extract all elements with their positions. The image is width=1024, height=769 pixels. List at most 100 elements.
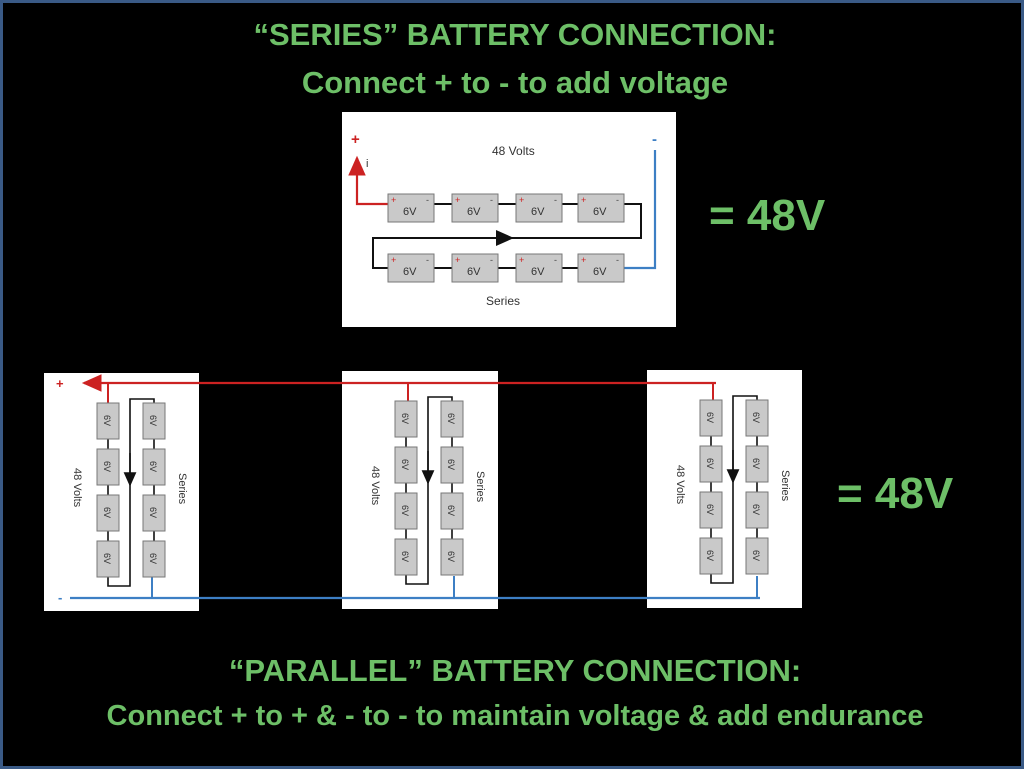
battery-label: 6V bbox=[446, 551, 456, 562]
battery-body bbox=[142, 448, 166, 486]
battery-body bbox=[699, 445, 723, 483]
battery-body bbox=[451, 193, 499, 223]
parallel-battery: 6V bbox=[142, 448, 166, 486]
battery-body bbox=[96, 540, 120, 578]
battery-label: 6V bbox=[751, 550, 761, 561]
parallel-caption: Series bbox=[474, 471, 486, 503]
battery-plus-terminal: + bbox=[519, 195, 524, 205]
parallel-voltage-label: 48 Volts bbox=[71, 468, 83, 508]
battery-body bbox=[699, 399, 723, 437]
battery-8: +-6V bbox=[577, 253, 625, 283]
battery-body bbox=[440, 446, 464, 484]
parallel-battery: 6V bbox=[745, 491, 769, 529]
battery-label: 6V bbox=[446, 505, 456, 516]
parallel-battery: 6V bbox=[699, 491, 723, 529]
battery-label: 6V bbox=[467, 206, 481, 218]
battery-7: +-6V bbox=[515, 253, 563, 283]
parallel-battery: 6V bbox=[96, 540, 120, 578]
parallel-inner-wire bbox=[710, 395, 758, 584]
battery-body bbox=[451, 253, 499, 283]
battery-plus-terminal: + bbox=[455, 195, 460, 205]
series-voltage-label: 48 Volts bbox=[492, 144, 535, 158]
battery-1: +-6V bbox=[387, 193, 435, 223]
battery-body bbox=[745, 445, 769, 483]
battery-body bbox=[745, 399, 769, 437]
battery-body bbox=[577, 253, 625, 283]
battery-body bbox=[96, 448, 120, 486]
parallel-negative-drops bbox=[151, 576, 758, 598]
battery-6: + -6V bbox=[451, 253, 499, 283]
series-minus-sign: - bbox=[652, 131, 657, 148]
battery-plus-terminal: + bbox=[581, 195, 586, 205]
battery-body bbox=[699, 491, 723, 529]
battery-label: 6V bbox=[467, 266, 481, 278]
series-plus-sign: + bbox=[351, 131, 360, 148]
battery-body bbox=[96, 402, 120, 440]
battery-body bbox=[394, 400, 418, 438]
parallel-voltage-label: 48 Volts bbox=[674, 465, 686, 505]
battery-2: + -6V bbox=[451, 193, 499, 223]
battery-body bbox=[440, 492, 464, 530]
series-caption: Series bbox=[486, 294, 520, 308]
battery-plus-terminal: + bbox=[519, 255, 524, 265]
parallel-battery: 6V bbox=[440, 538, 464, 576]
battery-body bbox=[440, 538, 464, 576]
parallel-battery: 6V bbox=[96, 448, 120, 486]
battery-label: 6V bbox=[148, 553, 158, 564]
battery-label: 6V bbox=[593, 206, 607, 218]
parallel-battery: 6V bbox=[142, 402, 166, 440]
battery-label: 6V bbox=[705, 458, 715, 469]
parallel-battery: 6V bbox=[96, 494, 120, 532]
parallel-battery: 6V bbox=[745, 399, 769, 437]
battery-body bbox=[745, 537, 769, 575]
parallel-inner-wire bbox=[107, 398, 155, 587]
parallel-string-1: 6V 6V 6V 6V 6V 6V 6V 6V 48 Volts Series bbox=[71, 398, 188, 587]
parallel-caption: Series bbox=[176, 473, 188, 505]
battery-body bbox=[394, 538, 418, 576]
battery-label: 6V bbox=[102, 507, 112, 518]
battery-plus-terminal: + bbox=[391, 255, 396, 265]
series-title: “SERIES” BATTERY CONNECTION: bbox=[253, 17, 777, 52]
battery-minus-terminal: - bbox=[490, 195, 493, 205]
parallel-title: “PARALLEL” BATTERY CONNECTION: bbox=[228, 653, 802, 688]
battery-minus-terminal: - bbox=[616, 255, 619, 265]
parallel-battery: 6V bbox=[394, 492, 418, 530]
battery-label: 6V bbox=[446, 459, 456, 470]
battery-label: 6V bbox=[102, 415, 112, 426]
parallel-battery: 6V bbox=[142, 494, 166, 532]
parallel-caption: Series bbox=[779, 470, 791, 502]
battery-label: 6V bbox=[751, 412, 761, 423]
parallel-battery: 6V bbox=[745, 537, 769, 575]
parallel-battery: 6V bbox=[745, 445, 769, 483]
series-batteries: +-6V+-6V+-6V+-6V+-6V+-6V+-6V+-6V bbox=[387, 193, 625, 283]
parallel-battery: 6V bbox=[440, 400, 464, 438]
battery-plus-terminal: + bbox=[455, 255, 460, 265]
parallel-battery: 6V bbox=[440, 492, 464, 530]
parallel-panel-3-background bbox=[647, 370, 802, 608]
battery-plus-terminal: + bbox=[581, 255, 586, 265]
battery-4: + -6V bbox=[577, 193, 625, 223]
battery-minus-terminal: - bbox=[554, 255, 557, 265]
battery-body bbox=[440, 400, 464, 438]
battery-body bbox=[96, 494, 120, 532]
battery-body bbox=[394, 492, 418, 530]
parallel-battery: 6V bbox=[699, 537, 723, 575]
battery-body bbox=[745, 491, 769, 529]
parallel-battery: 6V bbox=[394, 400, 418, 438]
battery-label: 6V bbox=[400, 551, 410, 562]
battery-body bbox=[387, 253, 435, 283]
battery-body bbox=[515, 253, 563, 283]
battery-label: 6V bbox=[751, 504, 761, 515]
parallel-battery: 6V bbox=[440, 446, 464, 484]
battery-plus-terminal: + bbox=[391, 195, 396, 205]
battery-label: 6V bbox=[531, 206, 545, 218]
battery-label: 6V bbox=[400, 459, 410, 470]
battery-minus-terminal: - bbox=[426, 195, 429, 205]
battery-minus-terminal: - bbox=[490, 255, 493, 265]
battery-label: 6V bbox=[446, 413, 456, 424]
parallel-battery: 6V bbox=[699, 445, 723, 483]
battery-body bbox=[394, 446, 418, 484]
battery-minus-terminal: - bbox=[616, 195, 619, 205]
